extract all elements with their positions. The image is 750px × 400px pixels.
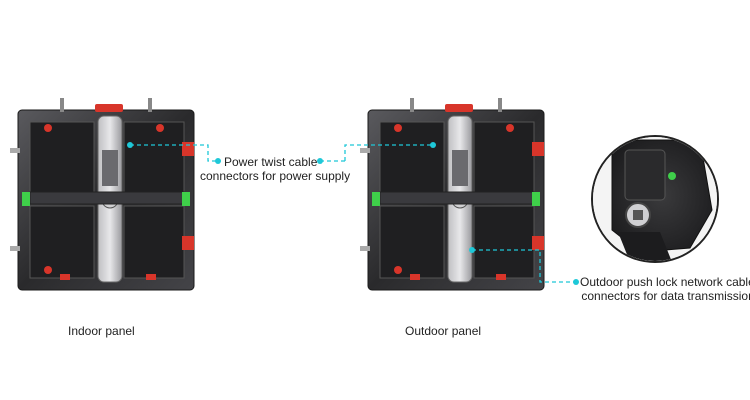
network-callout-line1: Outdoor push lock network cable — [580, 275, 750, 289]
power-callout-line2: connectors for power supply — [200, 169, 351, 183]
callout-dots — [127, 142, 579, 285]
callout-dot-power-left-origin — [127, 142, 133, 148]
callout-dot-power-left-end — [215, 158, 221, 164]
network-callout-text: Outdoor push lock network cable connecto… — [580, 275, 750, 303]
callout-lines — [130, 144, 576, 283]
outdoor-panel-label: Outdoor panel — [405, 324, 482, 338]
power-callout-text: Power twist cable connectors for power s… — [200, 155, 350, 183]
power-callout-line-right — [344, 144, 433, 161]
power-callout-line-left — [130, 144, 218, 162]
callout-dot-network-origin — [469, 247, 475, 253]
callout-dot-network-end — [573, 279, 579, 285]
indoor-panel-label: Indoor panel — [68, 324, 135, 338]
network-callout-line2: connectors for data transmission — [581, 289, 750, 303]
outdoor-panel-image — [360, 98, 545, 291]
indoor-panel-image — [10, 98, 195, 291]
callout-dot-power-right-origin — [430, 142, 436, 148]
connector-closeup-image — [591, 135, 719, 263]
power-callout-line1: Power twist cable — [224, 155, 318, 169]
network-callout-line — [472, 249, 576, 283]
